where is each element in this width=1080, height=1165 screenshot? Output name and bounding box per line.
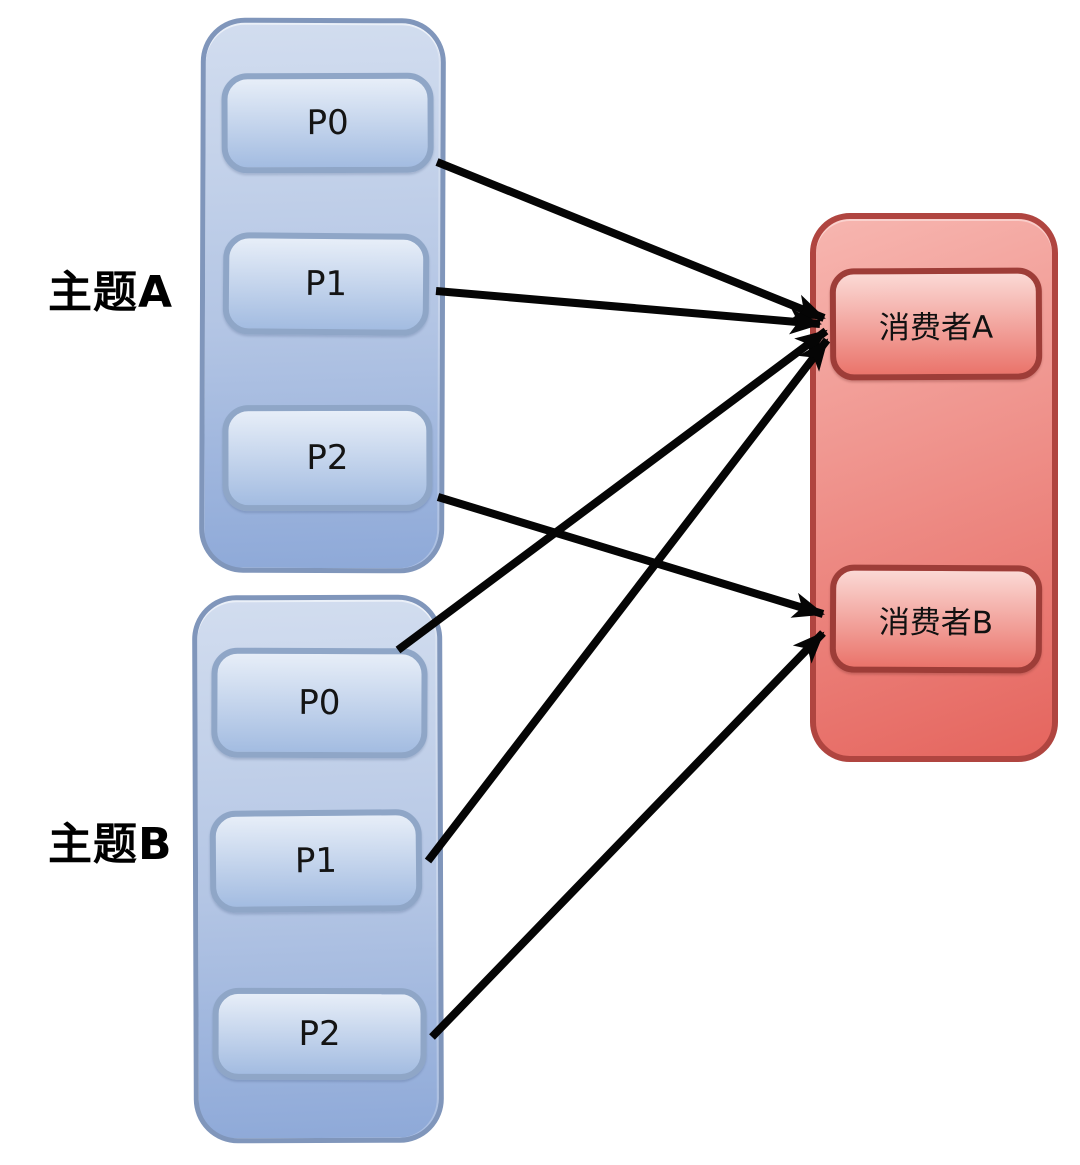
arrow-topic-a-p1-to-consumer-a: [435, 287, 822, 335]
consumer-group-container: 消费者A 消费者B: [810, 213, 1058, 762]
topic-a-partition-p1: P1: [222, 232, 430, 336]
topic-b-container: P0 P1 P2: [192, 594, 444, 1144]
consumer-a-box: 消费者A: [829, 267, 1043, 381]
topic-b-label: 主题B: [48, 819, 173, 870]
topic-b-partition-p0: P0: [211, 647, 428, 759]
topic-a-partition-p0: P0: [221, 72, 434, 174]
consumer-a-label: 消费者A: [878, 309, 994, 346]
topic-b-partition-p1-label: P1: [294, 840, 338, 882]
topic-a-label: 主题A: [48, 267, 174, 318]
topic-a-container: P0 P1 P2: [199, 17, 446, 574]
topic-a-partition-p2-label: P2: [306, 437, 349, 479]
topic-a-partition-p0-label: P0: [306, 102, 349, 144]
topic-b-partition-p2: P2: [212, 987, 427, 1081]
topic-b-partition-p0-label: P0: [298, 682, 341, 724]
consumer-b-box: 消费者B: [829, 564, 1043, 674]
arrow-topic-a-p0-to-consumer-a: [435, 158, 826, 322]
arrow-topic-b-p2-to-consumer-b: [429, 630, 826, 1040]
topic-b-partition-p1: P1: [209, 809, 423, 913]
arrow-topic-a-p2-to-consumer-b: [436, 493, 825, 618]
consumer-b-label: 消费者B: [878, 604, 994, 641]
arrow-topic-b-p0-to-consumer-a: [395, 327, 829, 654]
topic-b-partition-p2-label: P2: [298, 1013, 341, 1055]
topic-a-partition-p1-label: P1: [304, 263, 348, 305]
topic-a-partition-p2: P2: [222, 404, 433, 512]
arrow-topic-b-p1-to-consumer-a: [424, 337, 831, 864]
